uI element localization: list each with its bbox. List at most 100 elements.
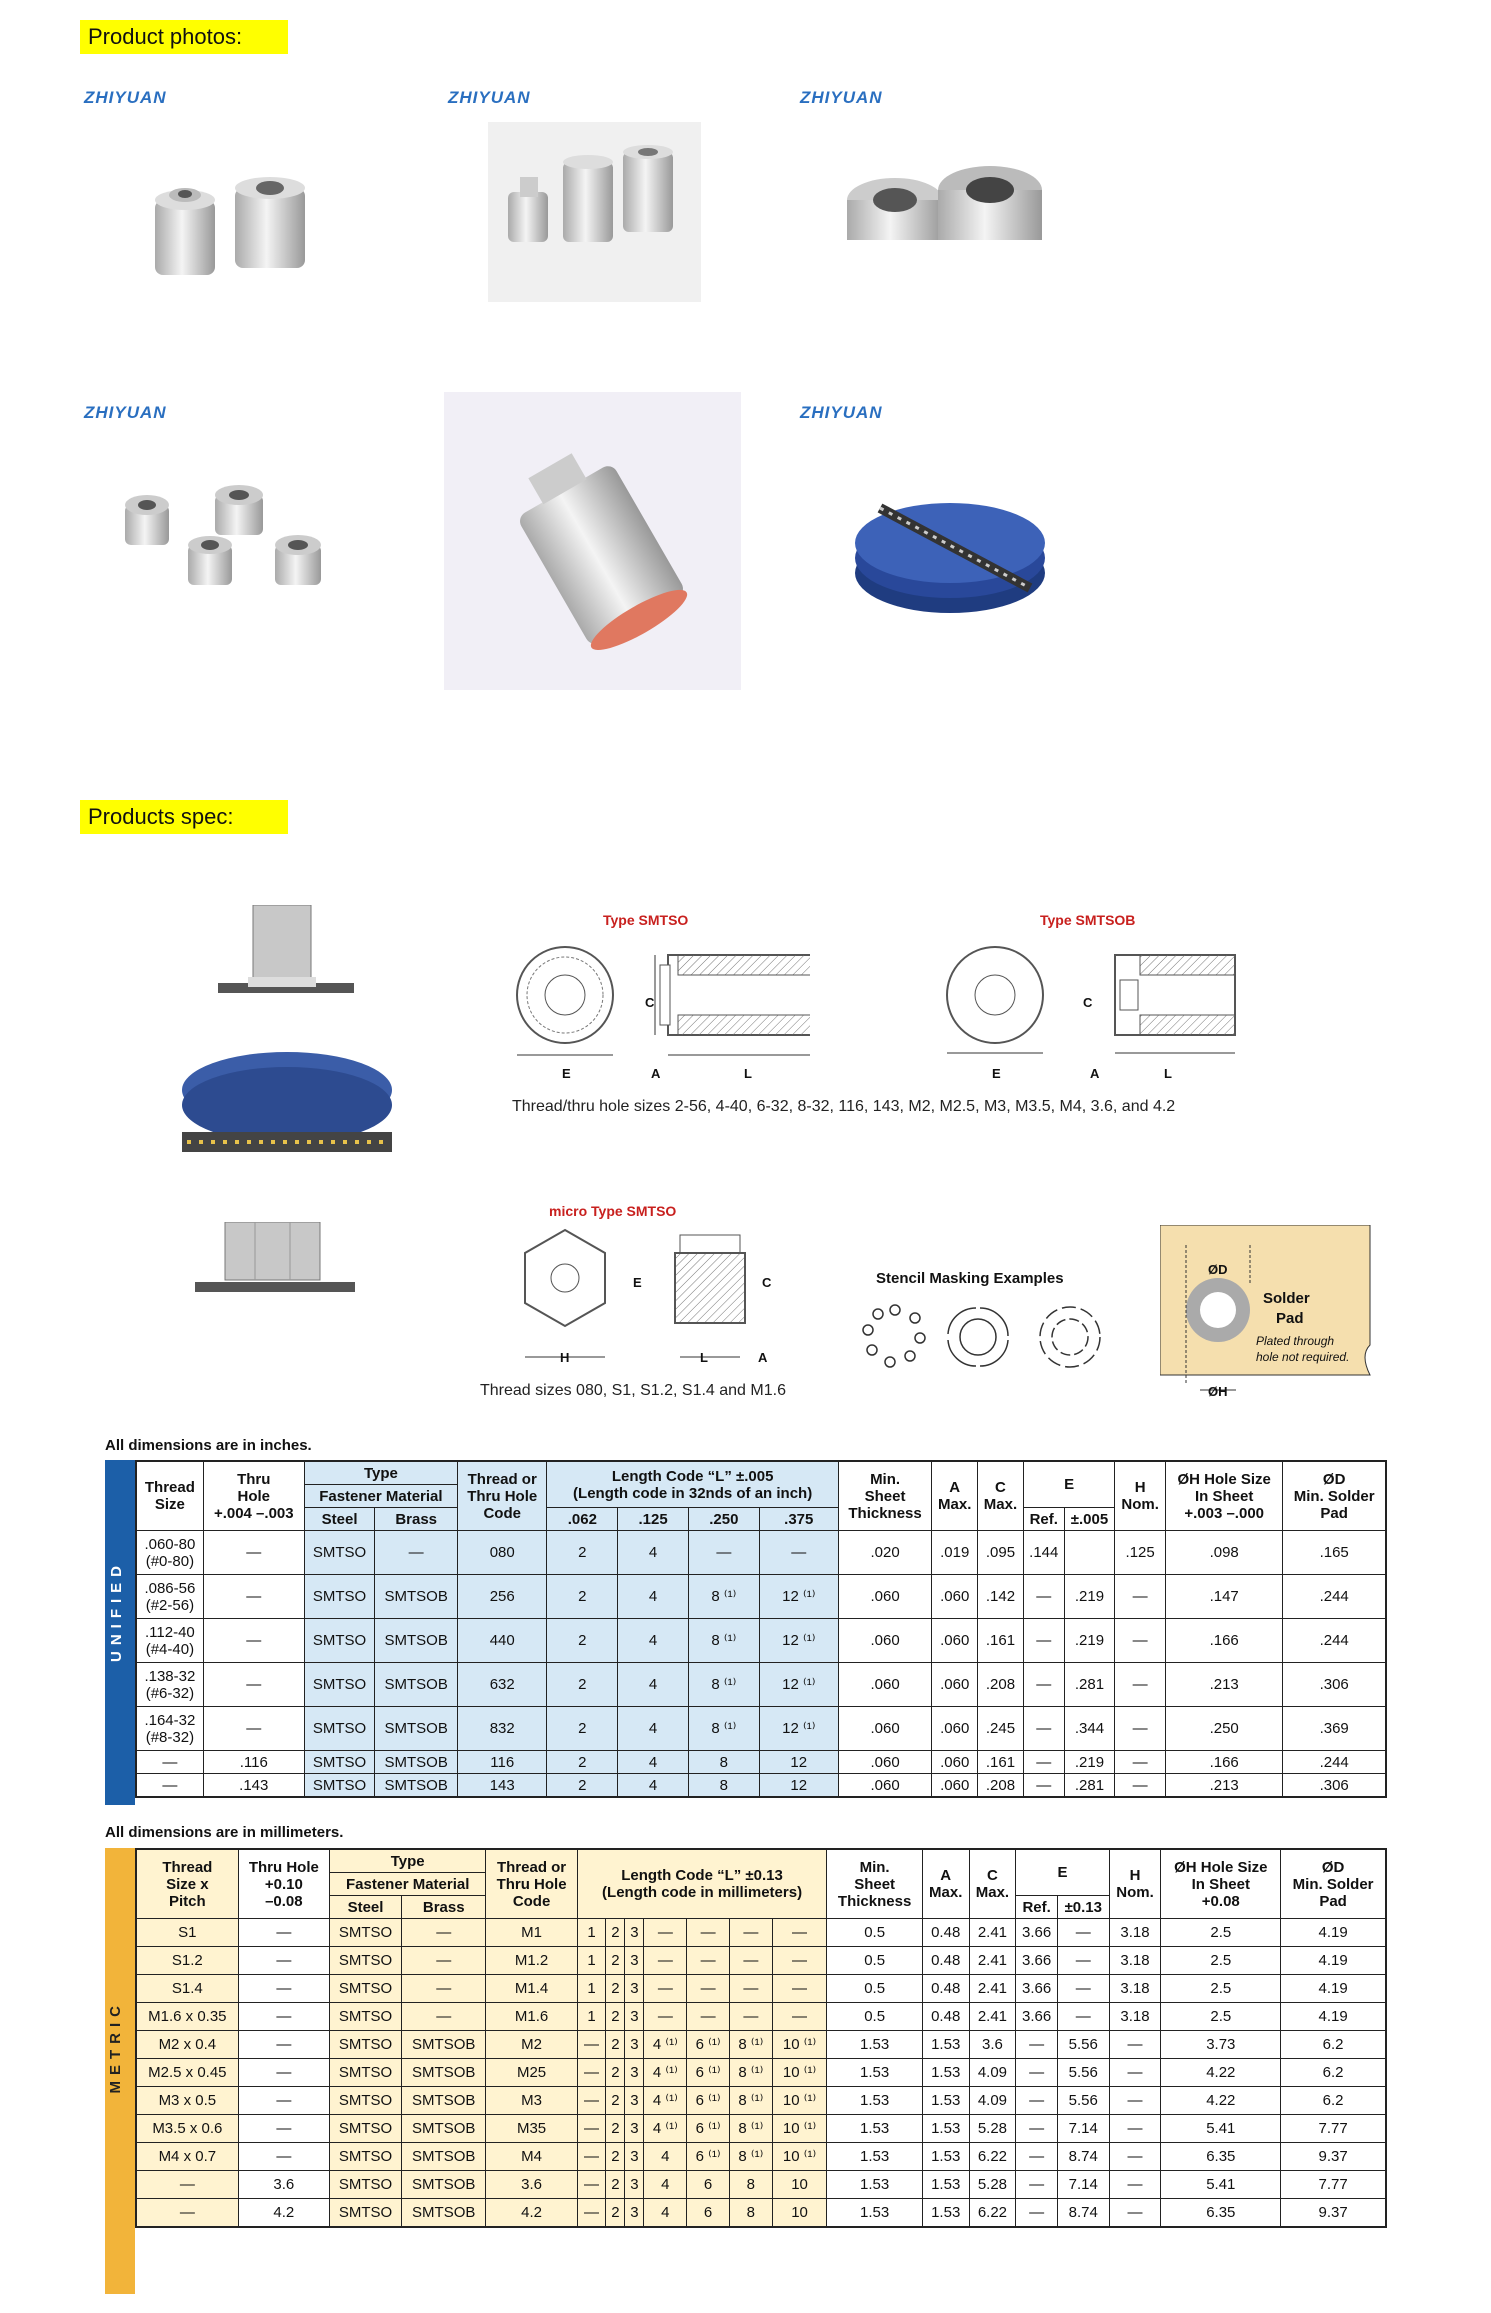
table-cell: SMTSO	[329, 2142, 403, 2171]
table-cell: 3.66	[1015, 1946, 1058, 1975]
solder-label: Solder	[1263, 1290, 1310, 1307]
table-cell: —	[1015, 2142, 1058, 2171]
table-cell: 2.5	[1160, 1974, 1282, 2003]
table-cell: SMTSO	[329, 2002, 403, 2031]
table-cell: 12	[758, 1773, 839, 1798]
unified-side-bar	[105, 1460, 135, 1805]
zhiyuan-logo: ZHIYUAN	[84, 88, 167, 107]
table-cell: 4	[643, 2170, 688, 2199]
table-cell: —	[686, 1918, 730, 1947]
table-cell: —	[576, 2114, 607, 2143]
table-cell: —	[643, 1974, 688, 2003]
table-cell: 4.19	[1280, 1946, 1387, 1975]
oh-label: ØH	[1208, 1384, 1228, 1399]
thread-size-cell: —	[135, 1773, 204, 1798]
standoff-photo-1	[155, 177, 305, 275]
table-cell: 10 ⁽¹⁾	[771, 2086, 828, 2115]
table-cell: 2	[605, 2086, 626, 2115]
table-cell: 6	[686, 2170, 730, 2199]
table-cell: 8 ⁽¹⁾	[728, 2114, 773, 2143]
table-cell: 2	[546, 1530, 619, 1575]
table-cell: 1.53	[826, 2114, 923, 2143]
table-cell: 1.53	[921, 2198, 970, 2227]
table-cell: .161	[977, 1750, 1024, 1774]
table-cell: 4	[643, 2198, 688, 2227]
dim-a: A	[651, 1066, 661, 1081]
table-cell: SMTSOB	[401, 2058, 487, 2087]
table-cell: 2	[546, 1773, 619, 1798]
table-cell: SMTSO	[303, 1530, 376, 1575]
table-cell: .060	[837, 1706, 933, 1751]
table-cell: —	[237, 1974, 331, 2003]
smtsob-diagram	[946, 946, 1236, 1054]
stencil-examples	[862, 1304, 1101, 1368]
zhiyuan-logo: ZHIYUAN	[448, 88, 531, 107]
table-cell: —	[237, 2114, 331, 2143]
table-cell: 4 ⁽¹⁾	[643, 2058, 688, 2087]
table-cell: —	[202, 1618, 305, 1663]
table-cell: .060	[931, 1618, 979, 1663]
dim-l: L	[744, 1066, 752, 1081]
type-smtsob-title: Type SMTSOB	[1040, 912, 1136, 928]
table-cell: 4	[617, 1530, 689, 1575]
table-cell: —	[1015, 2198, 1058, 2227]
table-cell: 8 ⁽¹⁾	[728, 2030, 773, 2059]
table-cell: .060	[837, 1618, 933, 1663]
table-cell: 3.6	[485, 2170, 578, 2199]
table-cell: 6.22	[968, 2142, 1017, 2171]
table-cell: SMTSO	[303, 1574, 376, 1619]
table-cell: 3.6	[237, 2170, 331, 2199]
table-cell: .219	[1063, 1574, 1116, 1619]
table-cell: 6 ⁽¹⁾	[686, 2030, 730, 2059]
type-smtso-title: Type SMTSO	[603, 912, 689, 928]
table-cell: 4	[643, 2142, 688, 2171]
table-cell: —	[1022, 1574, 1065, 1619]
zhiyuan-logo: ZHIYUAN	[800, 403, 883, 422]
table-cell: —	[1015, 2058, 1058, 2087]
table-cell: —	[1056, 2002, 1110, 2031]
table-cell: 4	[617, 1574, 689, 1619]
table-cell: 6.22	[968, 2198, 1017, 2227]
table-cell: .060	[931, 1662, 979, 1707]
table-cell: 2	[605, 2058, 626, 2087]
table-cell: 0.5	[826, 2002, 923, 2031]
table-cell: .095	[977, 1530, 1024, 1575]
table-cell: 4 ⁽¹⁾	[643, 2086, 688, 2115]
hex-standoff-side-drawing	[195, 1222, 355, 1292]
table-cell: SMTSOB	[401, 2114, 487, 2143]
dim-c: C	[1083, 995, 1093, 1010]
table-cell: 2	[605, 2002, 626, 2031]
table-cell: SMTSOB	[401, 2030, 487, 2059]
table-cell: —	[771, 1946, 828, 1975]
table-cell: 4.19	[1280, 1974, 1387, 2003]
table-cell: S1	[135, 1918, 239, 1947]
table-cell: 4 ⁽¹⁾	[643, 2114, 688, 2143]
table-cell: .219	[1063, 1750, 1116, 1774]
table-cell: —	[1108, 2170, 1162, 2199]
table-cell: 10 ⁽¹⁾	[771, 2114, 828, 2143]
table-cell: 6 ⁽¹⁾	[686, 2142, 730, 2171]
table-cell: 2	[605, 2030, 626, 2059]
table-cell: 3.6	[968, 2030, 1017, 2059]
table-cell: 1.53	[921, 2030, 970, 2059]
table-cell: 10	[771, 2170, 828, 2199]
thread-size-cell: .112-40(#4-40)	[135, 1618, 204, 1663]
table-cell: —	[1056, 1974, 1110, 2003]
metric-note: All dimensions are in millimeters.	[105, 1824, 344, 1841]
table-cell: —	[1015, 2114, 1058, 2143]
table-cell: .060	[931, 1773, 979, 1798]
table-cell: 440	[456, 1618, 548, 1663]
table-cell: 1.53	[826, 2198, 923, 2227]
table-cell: —	[401, 1918, 487, 1947]
table-cell: .213	[1164, 1662, 1284, 1707]
table-cell: 832	[456, 1706, 548, 1751]
table-cell: SMTSO	[329, 2170, 403, 2199]
table-cell: SMTSO	[303, 1773, 376, 1798]
table-cell: —	[576, 2086, 607, 2115]
table-cell: —	[1114, 1750, 1166, 1774]
